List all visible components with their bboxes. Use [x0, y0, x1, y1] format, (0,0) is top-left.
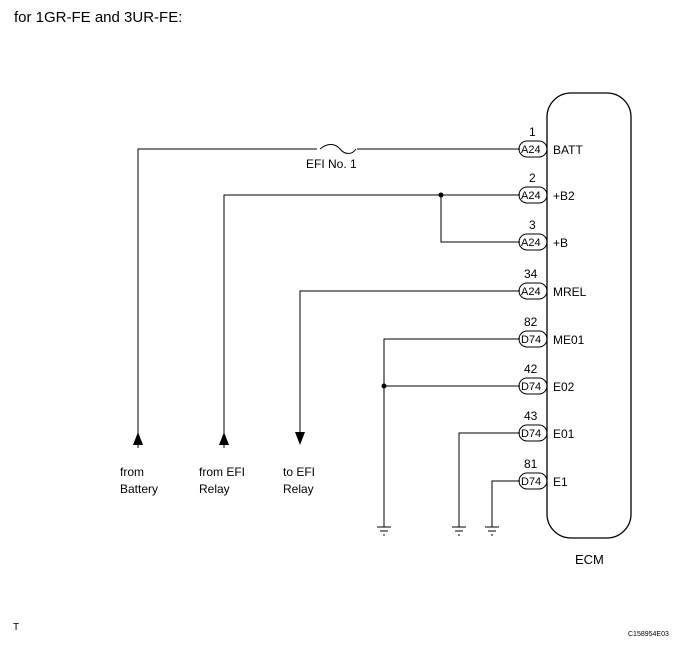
- diagram-title: for 1GR-FE and 3UR-FE:: [14, 9, 182, 26]
- junction-dot: [438, 192, 444, 198]
- arrow-up-icon: [219, 432, 229, 445]
- connector-oval: [518, 140, 548, 158]
- pin-number: 82: [524, 315, 538, 329]
- pin-number: 1: [529, 125, 536, 139]
- junction-dot: [381, 383, 387, 389]
- connector-code: D74: [521, 381, 541, 393]
- connector-oval: [518, 330, 548, 348]
- source-label: Relay: [199, 482, 230, 496]
- ground-symbol-e1: [485, 520, 499, 536]
- source-label: from EFI: [199, 465, 245, 479]
- pin-number: 2: [529, 171, 536, 185]
- footer-mark: T: [13, 622, 19, 633]
- pin-number: 34: [524, 267, 538, 281]
- terminal-name: +B2: [553, 189, 575, 203]
- pin-number: 81: [524, 457, 538, 471]
- connector-code: A24: [521, 286, 541, 298]
- terminal-name: BATT: [553, 143, 583, 157]
- me01-ground-wire: [383, 338, 520, 520]
- source-label: from: [120, 465, 144, 479]
- source-label: Relay: [283, 482, 314, 496]
- connector-code: A24: [521, 144, 541, 156]
- connector-code: D74: [521, 476, 541, 488]
- ecm-label: ECM: [575, 552, 604, 567]
- source-label: to EFI: [283, 465, 315, 479]
- pin-number: 3: [529, 218, 536, 232]
- arrow-up-icon: [133, 432, 143, 445]
- terminal-name: E1: [553, 475, 568, 489]
- efi-relay-feed-wire: [223, 194, 520, 448]
- connector-oval: [518, 233, 548, 251]
- connector-oval: [518, 186, 548, 204]
- terminal-name: E02: [553, 380, 575, 394]
- b-branch-wire: [440, 195, 520, 243]
- mrel-wire: [299, 290, 520, 440]
- connector-oval: [518, 472, 548, 490]
- connector-code: D74: [521, 334, 541, 346]
- arrow-down-icon: [295, 432, 305, 445]
- connector-code: A24: [521, 237, 541, 249]
- pin-number: 43: [524, 409, 538, 423]
- terminal-name: ME01: [553, 333, 585, 347]
- ground-symbol-me01: [377, 520, 391, 536]
- terminal-name: +B: [553, 236, 568, 250]
- connector-code: A24: [521, 190, 541, 202]
- source-label: Battery: [120, 482, 158, 496]
- connector-oval: [518, 377, 548, 395]
- fuse-label: EFI No. 1: [306, 157, 357, 171]
- terminal-name: MREL: [553, 285, 587, 299]
- pin-number: 42: [524, 362, 538, 376]
- e1-ground-wire: [491, 480, 520, 520]
- battery-wire: [137, 148, 317, 448]
- e01-ground-wire: [458, 432, 520, 520]
- connector-oval: [518, 282, 548, 300]
- terminal-name: E01: [553, 427, 575, 441]
- connector-oval: [518, 424, 548, 442]
- ground-symbol-e01: [452, 520, 466, 536]
- fuse-symbol: [319, 144, 357, 154]
- connector-code: D74: [521, 428, 541, 440]
- figure-code: C158954E03: [628, 631, 669, 638]
- ecm-box: [546, 92, 632, 539]
